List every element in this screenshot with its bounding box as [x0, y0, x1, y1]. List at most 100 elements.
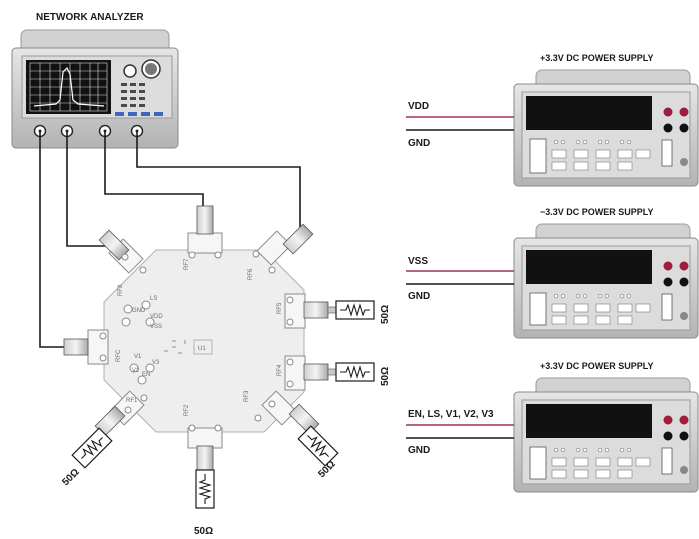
silk-v3: V3 [152, 360, 160, 366]
resistor-zigzag-icon [307, 435, 329, 457]
analyzer-trace [33, 66, 105, 107]
silk-v1: V1 [134, 354, 142, 360]
port-label-rf2: RF2 [184, 404, 190, 416]
u1-outline [193, 339, 213, 355]
port-label-rf5: RF5 [277, 302, 283, 314]
resistor-zigzag-icon [81, 437, 103, 459]
termination-rf4-label: 50Ω [380, 367, 391, 386]
terminal-red-icon [679, 261, 689, 271]
analyzer-graticule [29, 62, 108, 112]
evaluation-board: RFC RF1 RF2 RF3 RF4 RF5 RF6 RF7 RF8 GND … [63, 205, 329, 471]
supply-ground-label: GND [408, 445, 430, 456]
supply-signal-label: EN, LS, V1, V2, V3 [408, 409, 494, 420]
terminations: 50Ω 50Ω 50Ω 50Ω 50Ω [60, 300, 391, 537]
supply-ground-label: GND [408, 291, 430, 302]
sma-rf6 [282, 223, 314, 255]
port-label-rf7: RF7 [184, 258, 190, 270]
resistor-zigzag-icon [340, 365, 370, 379]
termination-rf5-label: 50Ω [380, 305, 391, 324]
board-silkscreen: RFC RF1 RF2 RF3 RF4 RF5 RF6 RF7 RF8 GND … [116, 258, 283, 416]
board-outline [103, 249, 305, 433]
port-label-rf1: RF1 [126, 398, 138, 404]
supply-display [526, 404, 652, 438]
silk-ls: LS [150, 296, 157, 302]
supply-slot [661, 447, 673, 475]
smd-parts [164, 340, 186, 354]
termination-rf4: 50Ω [327, 362, 391, 386]
cable-rf8 [66, 131, 110, 247]
terminal-red-icon [663, 261, 673, 271]
resistor-zigzag-icon [198, 474, 212, 504]
board-holes [99, 250, 294, 432]
supply-slot [661, 293, 673, 321]
analyzer-knob-large-center [145, 63, 157, 75]
terminal-red-icon [663, 415, 673, 425]
power-supply-control: +3.3V DC POWER SUPPLY [406, 361, 699, 493]
power-supply-title: −3.3V DC POWER SUPPLY [540, 207, 653, 217]
supply-keys [551, 139, 651, 171]
supply-signal-label: VSS [408, 256, 428, 267]
sma-rf4 [303, 363, 329, 381]
supply-keys [551, 293, 651, 325]
termination-rf5: 50Ω [327, 300, 391, 324]
power-switch [529, 446, 547, 480]
terminal-red-icon [679, 107, 689, 117]
power-supply-vss: −3.3V DC POWER SUPPLY [406, 207, 699, 339]
power-supply-vdd: +3.3V DC POWER SUPPLY [406, 53, 699, 187]
port-label-rf8: RF8 [118, 284, 124, 296]
network-analyzer-title: NETWORK ANALYZER [36, 12, 144, 23]
supply-display [526, 96, 652, 130]
terminal-black-icon [679, 277, 689, 287]
termination-rf2: 50Ω [194, 469, 215, 537]
supply-signal-label: VDD [408, 101, 429, 112]
silk-v2: V2 [132, 368, 140, 374]
termination-rf1 [71, 427, 113, 469]
sma-rf5 [303, 301, 329, 319]
supply-display [526, 250, 652, 284]
termination-rf3-label: 50Ω [316, 459, 337, 480]
sma-rfc [63, 338, 89, 356]
terminal-black-icon [663, 123, 673, 133]
silk-en: EN [142, 372, 150, 378]
cable-rf6 [136, 131, 301, 238]
terminal-black-icon [663, 431, 673, 441]
silk-u1: U1 [198, 346, 206, 352]
resistor-zigzag-icon [340, 303, 370, 317]
analyzer-softkeys [115, 112, 163, 116]
sma-rf7 [196, 205, 214, 235]
port-label-rf3: RF3 [244, 390, 250, 402]
supply-knob [680, 158, 688, 166]
supply-knob [680, 466, 688, 474]
power-switch [529, 138, 547, 174]
silk-vdd: VDD [150, 314, 163, 320]
termination-rf1-label: 50Ω [60, 467, 81, 488]
terminal-black-icon [679, 431, 689, 441]
supply-knob [680, 312, 688, 320]
power-supply-title: +3.3V DC POWER SUPPLY [540, 53, 653, 63]
rf-cables [39, 131, 301, 348]
supply-slot [661, 139, 673, 167]
analyzer-keypad [121, 83, 145, 107]
port-label-rfc: RFC [116, 349, 122, 362]
analyzer-knob-small [123, 64, 137, 78]
port-label-rf6: RF6 [248, 268, 254, 280]
terminal-red-icon [663, 107, 673, 117]
supply-keys [551, 447, 651, 479]
power-supplies: +3.3V DC POWER SUPPLY [406, 53, 699, 493]
cable-rfc [39, 131, 66, 348]
termination-rf2-label: 50Ω [194, 526, 213, 537]
port-label-rf4: RF4 [277, 364, 283, 376]
network-analyzer: NETWORK ANALYZER [11, 12, 179, 149]
terminal-black-icon [679, 123, 689, 133]
sma-rf2 [196, 445, 214, 471]
termination-rf3 [297, 425, 339, 467]
power-switch [529, 292, 547, 326]
silk-vss: VSS [150, 324, 162, 330]
cable-rf7 [104, 131, 204, 208]
supply-ground-label: GND [408, 138, 430, 149]
silk-gnd: GND [132, 308, 146, 314]
terminal-black-icon [663, 277, 673, 287]
power-supply-title: +3.3V DC POWER SUPPLY [540, 361, 653, 371]
terminal-red-icon [679, 415, 689, 425]
